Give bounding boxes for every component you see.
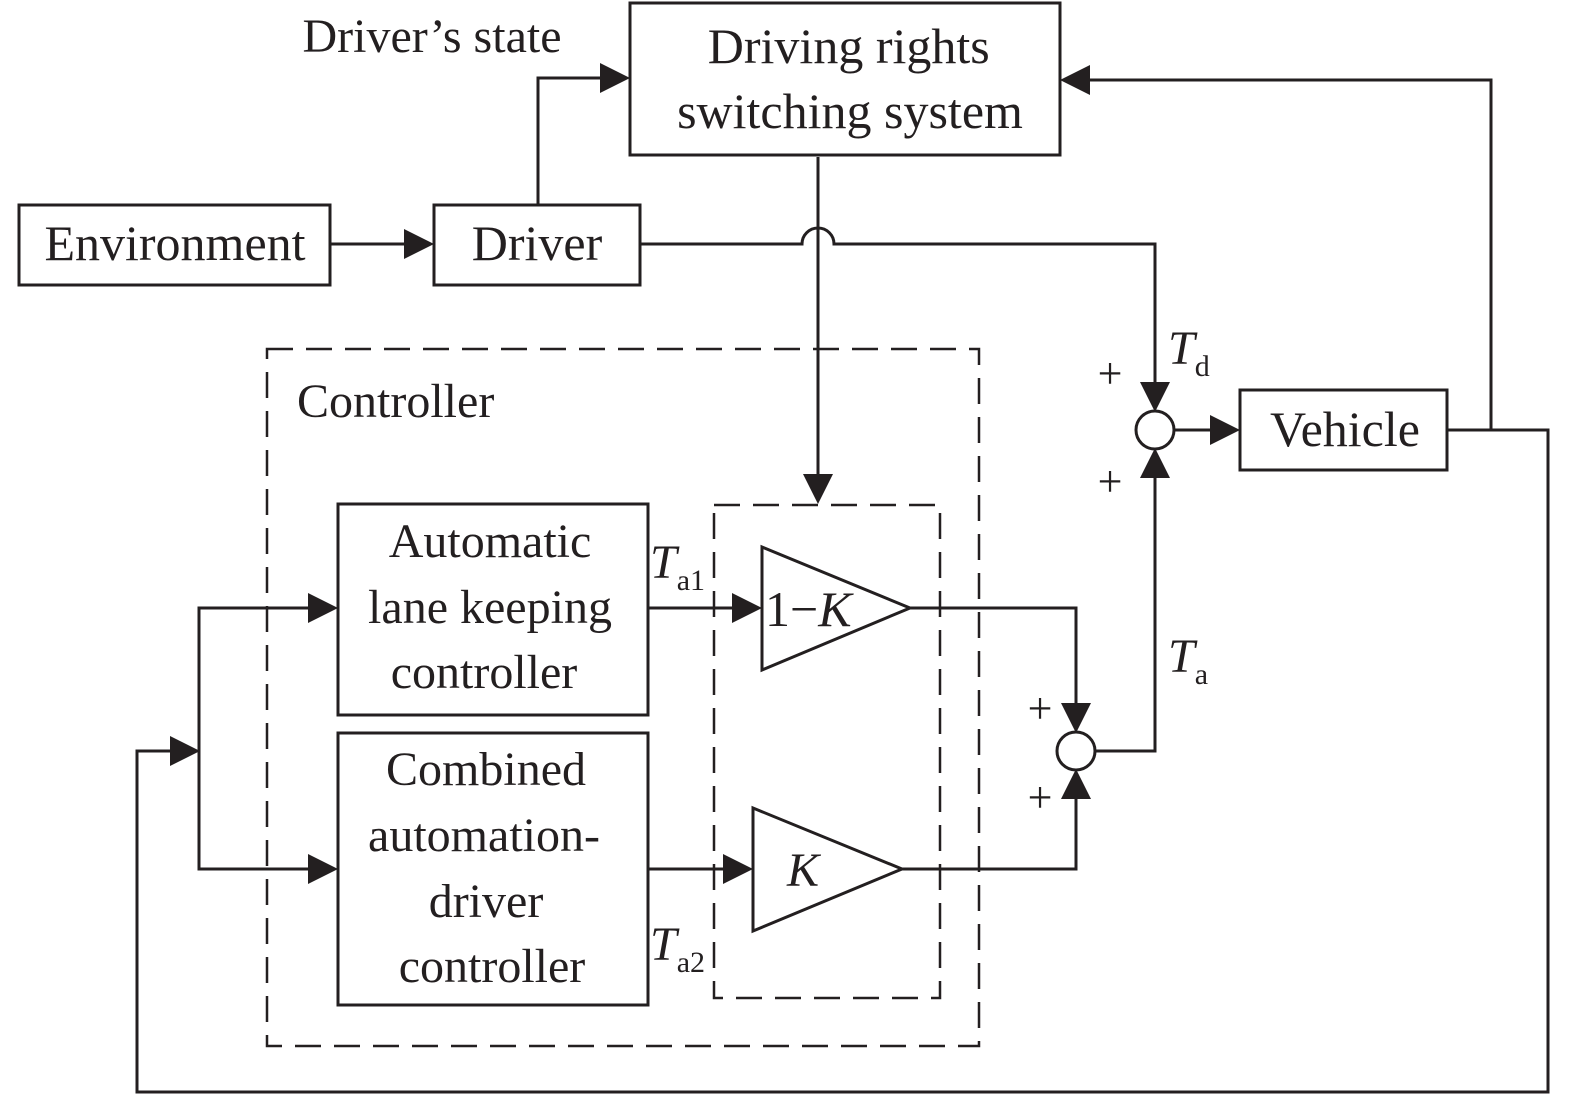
driver-block [432,203,642,287]
vehicle-label: Vehicle [1270,401,1420,457]
signal-ta1-label: Ta1 [650,536,705,597]
environment-block [17,203,332,287]
plus-sign-lower-top: + [1028,684,1053,733]
drivers-state-label: Driver’s state [302,10,561,63]
sum-junction-lower [1055,730,1097,772]
gain-k [751,805,906,934]
lane-keeping-controller-block [336,502,650,717]
signal-lines [135,76,1550,1094]
signal-ta-label: Ta [1168,630,1208,691]
plus-sign-lower-bottom: + [1028,773,1053,822]
environment-label: Environment [44,215,305,271]
plus-sign-upper-top: + [1098,349,1123,398]
vehicle-block [1238,388,1449,472]
switching-system-label: Driving rights switching system [677,18,1023,139]
sum-junction-upper [1134,409,1176,451]
controller-label: Controller [297,375,494,428]
signal-ta2-label: Ta2 [650,918,705,979]
plus-sign-upper-bottom: + [1098,457,1123,506]
combined-controller-block [336,731,650,1007]
arrowheads [170,63,1240,884]
controller-group-border [265,347,981,1048]
gain-group-border [712,503,942,1000]
driver-label: Driver [472,215,603,271]
signal-td-label: Td [1168,322,1210,383]
gain-k-label: K [786,844,822,897]
gain-1-minus-k [760,544,914,673]
gain-1-minus-k-label: 1−K [765,581,854,637]
combined-controller-label: Combined automation- driver controller [368,743,612,993]
lane-keeping-controller-label: Automatic lane keeping controller [368,515,624,699]
switching-system-block [628,1,1062,157]
